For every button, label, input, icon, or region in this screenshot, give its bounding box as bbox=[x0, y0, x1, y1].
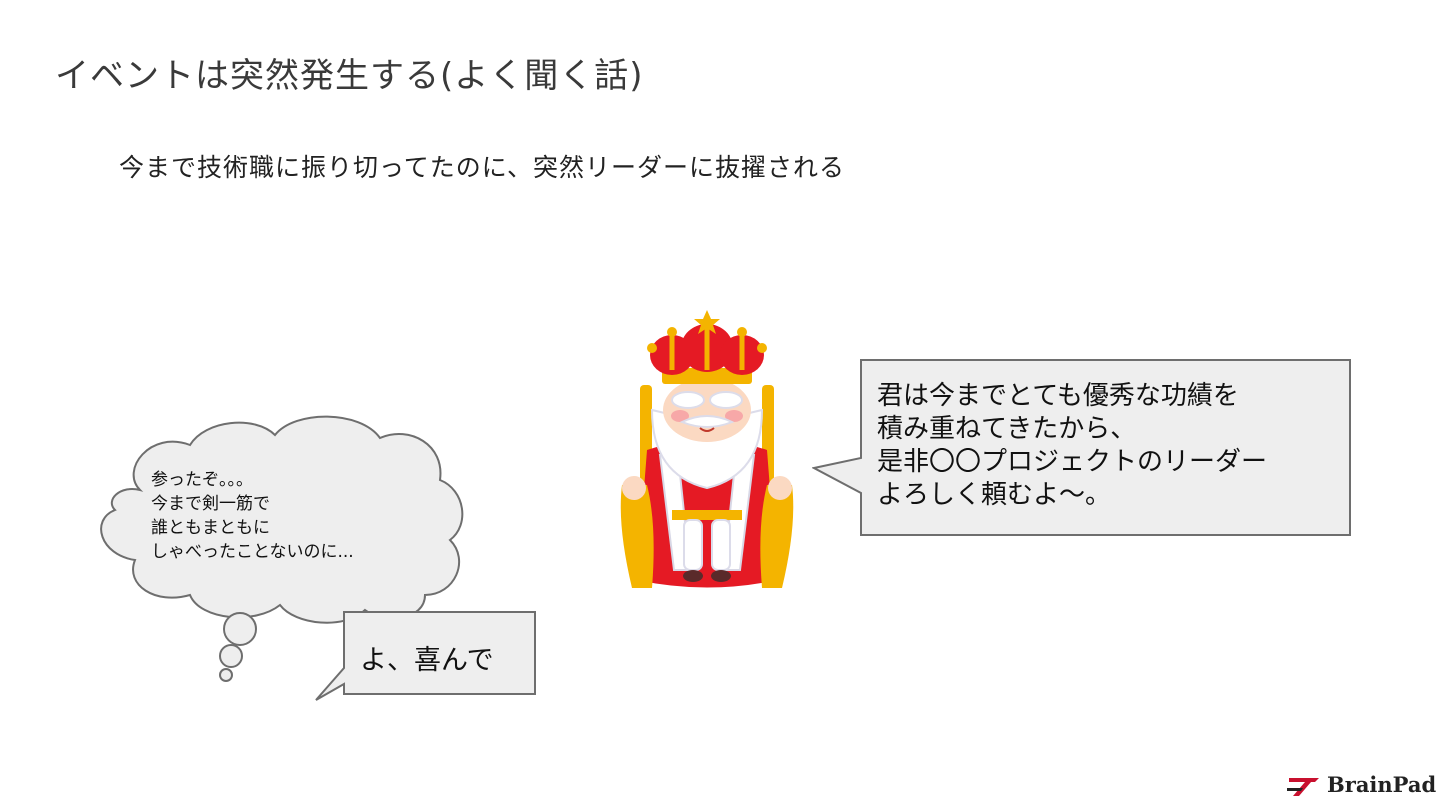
thought-line: 誰ともまともに bbox=[151, 518, 270, 538]
thought-line: 参ったぞ。。。 bbox=[151, 470, 253, 490]
speech-line: よろしく頼むよ〜。 bbox=[877, 480, 1112, 510]
brainpad-logo-icon bbox=[1287, 778, 1319, 796]
thought-line: 今まで剣一筋で bbox=[151, 494, 270, 514]
slide-title: イベントは突然発生する(よく聞く話) bbox=[55, 56, 644, 96]
thought-cloud-shape bbox=[100, 415, 464, 682]
king-illustration bbox=[612, 310, 802, 598]
thought-cloud-text: 参ったぞ。。。 今まで剣一筋で 誰ともまともに しゃべったことないのに... bbox=[151, 468, 354, 564]
speech-line: 是非〇〇プロジェクトのリーダー bbox=[877, 447, 1268, 477]
speech-line: 君は今までとても優秀な功績を bbox=[877, 381, 1239, 411]
speech-line: 積み重ねてきたから、 bbox=[877, 414, 1137, 444]
thought-cloud: 参ったぞ。。。 今まで剣一筋で 誰ともまともに しゃべったことないのに... bbox=[80, 410, 470, 685]
king-speech-bubble: 君は今までとても優秀な功績を 積み重ねてきたから、 是非〇〇プロジェクトのリーダ… bbox=[812, 358, 1354, 540]
brainpad-logo-text: BrainPad bbox=[1327, 772, 1437, 797]
brainpad-logo: BrainPad bbox=[1285, 770, 1436, 800]
reply-bubble-text: よ、喜んで bbox=[360, 645, 494, 676]
reply-bubble: よ、喜んで bbox=[313, 610, 539, 705]
king-speech-text: 君は今までとても優秀な功績を 積み重ねてきたから、 是非〇〇プロジェクトのリーダ… bbox=[877, 380, 1267, 512]
king-speech-bubble-shape bbox=[812, 359, 1351, 536]
slide-subtitle: 今まで技術職に振り切ってたのに、突然リーダーに抜擢される bbox=[119, 153, 846, 182]
thought-line: しゃべったことないのに... bbox=[151, 542, 354, 562]
reply-bubble-shape bbox=[315, 611, 536, 701]
king-icon bbox=[620, 310, 794, 588]
